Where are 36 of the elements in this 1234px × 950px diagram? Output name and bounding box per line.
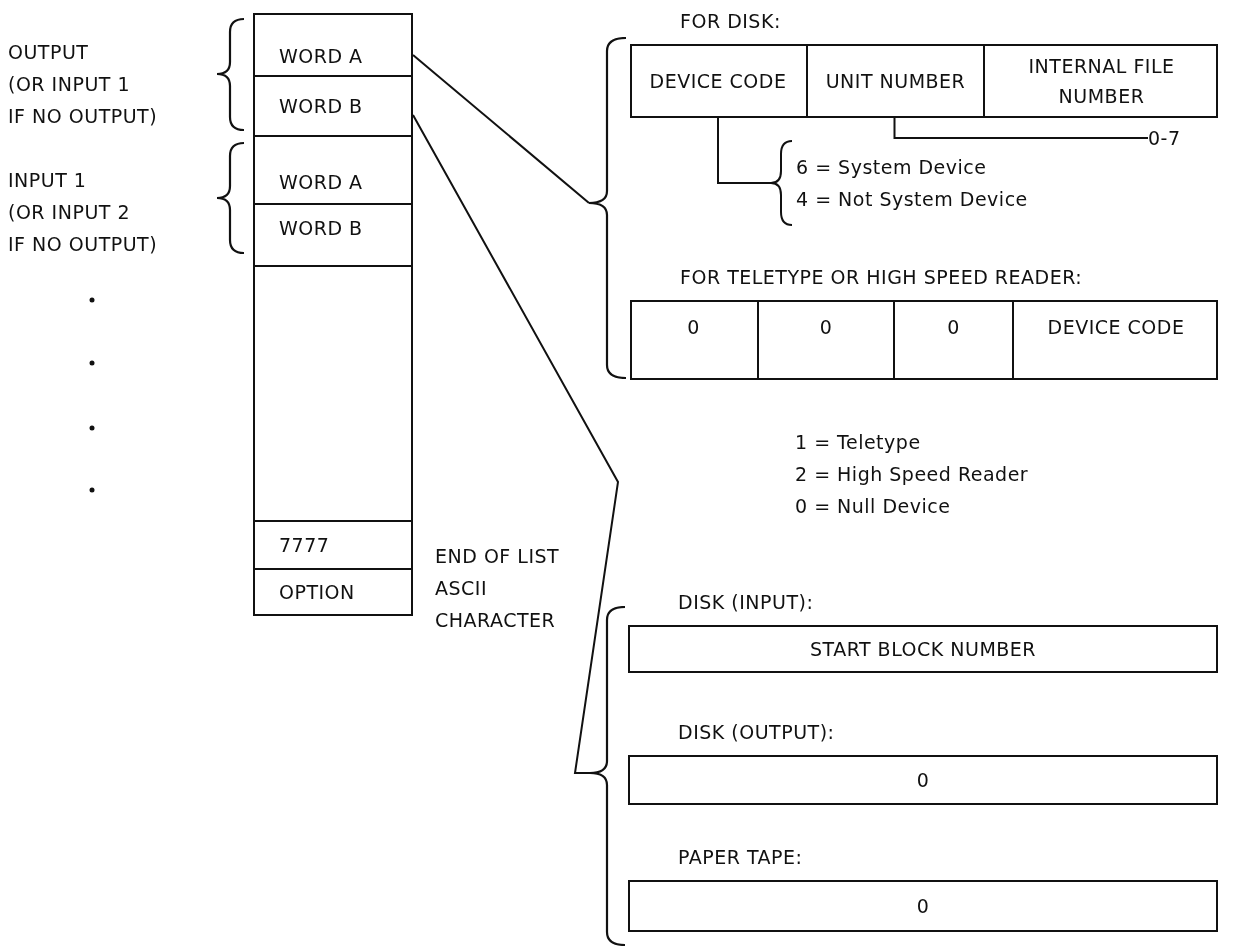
field-cell: 0 (630, 302, 757, 378)
value-note: 2 = High Speed Reader (795, 462, 1030, 487)
memory-cell: WORD B (253, 203, 413, 267)
field-cell: 0 (893, 302, 1012, 378)
leader-line (893, 117, 1149, 139)
field-cell: 0 (757, 302, 893, 378)
section-heading: FOR DISK: (680, 9, 781, 34)
cell-note: ASCII CHARACTER (435, 576, 557, 633)
section-heading: DISK (INPUT): (678, 590, 814, 615)
field-value: 0 (915, 768, 931, 793)
range-note: 0-7 (1148, 124, 1208, 152)
memory-cell: OPTION (253, 568, 413, 616)
memory-cell: WORD A (253, 13, 413, 77)
memory-cell: WORD A (253, 135, 413, 205)
field-value: 0 (915, 894, 931, 919)
leader-line (717, 117, 772, 184)
memory-cell (253, 265, 413, 522)
section-heading: PAPER TAPE: (678, 845, 803, 870)
field-cell: DEVICE CODE (630, 46, 806, 116)
group-label: OUTPUT (OR INPUT 1 IF NO OUTPUT) (8, 40, 159, 129)
section-heading: DISK (OUTPUT): (678, 720, 835, 745)
section-heading: FOR TELETYPE OR HIGH SPEED READER: (680, 265, 1083, 290)
value-note: 1 = Teletype (795, 430, 922, 455)
group-label: INPUT 1 (OR INPUT 2 IF NO OUTPUT) (8, 168, 159, 257)
field-cell: INTERNAL FILE NUMBER (983, 46, 1218, 116)
connector-line (412, 114, 620, 774)
value-note: 6 = System Device (796, 155, 987, 180)
field-value: START BLOCK NUMBER (808, 637, 1038, 662)
field-cell: UNIT NUMBER (806, 46, 983, 116)
value-note: 4 = Not System Device (796, 187, 1028, 212)
memory-cell: 7777 (253, 520, 413, 570)
connector-line (412, 54, 590, 204)
value-note: 0 = Null Device (795, 494, 952, 519)
cell-note: END OF LIST (435, 544, 561, 569)
field-cell: DEVICE CODE (1012, 302, 1218, 378)
memory-cell: WORD B (253, 75, 413, 137)
